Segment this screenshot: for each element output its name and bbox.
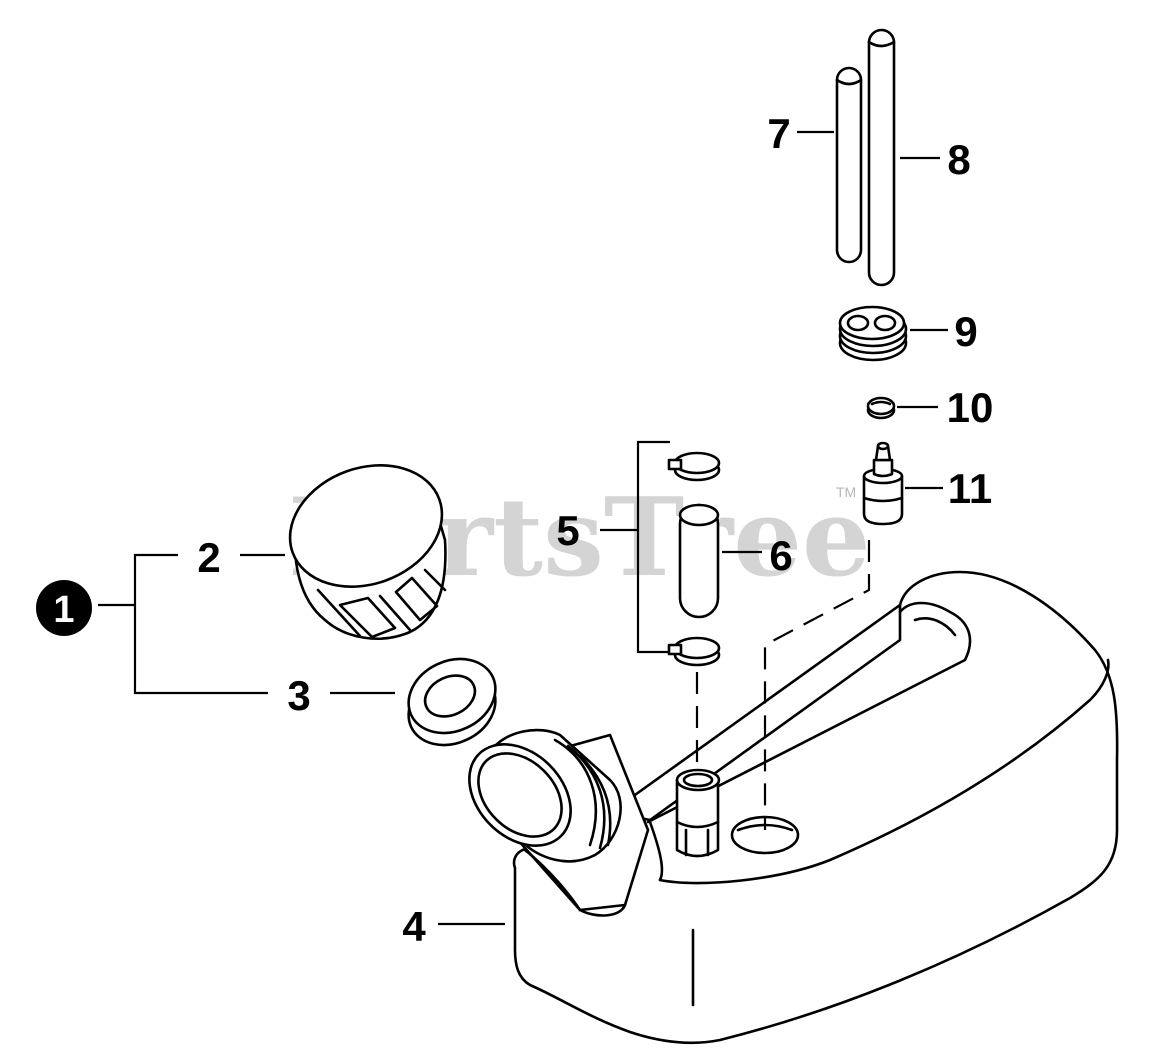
part-9-grommet: [838, 305, 908, 362]
callout-10: 10: [947, 384, 994, 431]
assembly-ref-number: 1: [53, 589, 74, 631]
leader-lines: [98, 130, 948, 926]
part-10-ring: [866, 396, 896, 420]
callout-numbers: 2 3 4 5 6 7 8 9 10 11: [197, 110, 993, 950]
callout-4: 4: [402, 903, 426, 950]
assembly-lines: [695, 540, 871, 830]
watermark-trademark: TM: [836, 484, 856, 500]
part-7-fuel-line-short: [835, 66, 863, 264]
part-2-fuel-cap: [288, 464, 447, 640]
part-8-fuel-line-long: [867, 28, 896, 287]
part-11-fuel-filter: [862, 441, 904, 526]
callout-7: 7: [767, 110, 790, 157]
assembly-ref-badge: 1: [36, 580, 92, 636]
callout-8: 8: [947, 136, 970, 183]
part-5-hose-clamps: [667, 451, 721, 667]
part-3-gasket: [407, 657, 497, 747]
part-4-fuel-tank: [468, 570, 1119, 1045]
callout-2: 2: [197, 534, 220, 581]
callout-11: 11: [948, 465, 992, 512]
callout-9: 9: [954, 308, 977, 355]
callout-3: 3: [287, 672, 310, 719]
callout-6: 6: [769, 532, 792, 579]
callout-5: 5: [556, 507, 579, 554]
part-6-hose: [678, 503, 720, 619]
